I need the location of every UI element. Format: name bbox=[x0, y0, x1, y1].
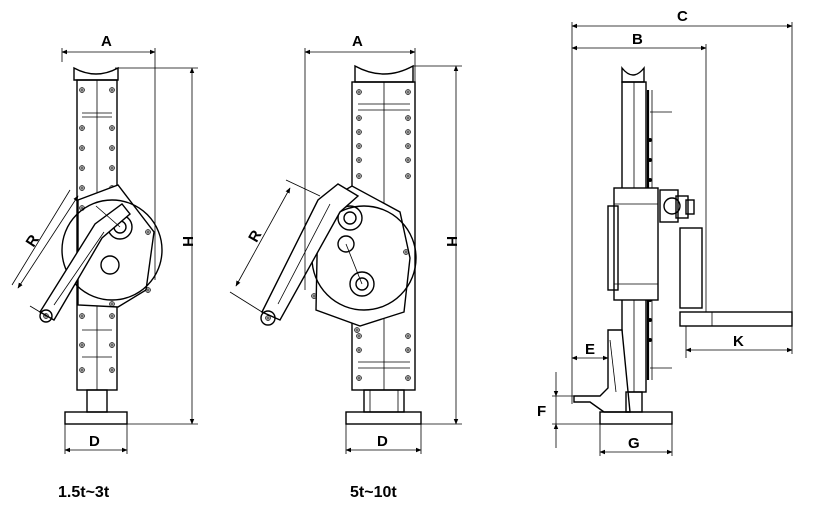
caption-small-capacity: 1.5t~3t bbox=[58, 484, 110, 501]
side-base bbox=[599, 411, 673, 425]
jack-large-gearbox bbox=[315, 185, 411, 327]
jack-small bbox=[39, 66, 163, 425]
dim-label-a-small: A bbox=[101, 33, 112, 50]
jack-large-saddle bbox=[354, 64, 414, 83]
jack-side-dimensions: C B E F G K bbox=[537, 8, 793, 456]
dim-label-d-small: D bbox=[89, 433, 100, 450]
jack-small-handle bbox=[39, 203, 131, 321]
dim-label-b: B bbox=[632, 31, 643, 48]
jack-side-view bbox=[573, 65, 793, 425]
dim-label-f: F bbox=[537, 403, 546, 420]
jack-small-base bbox=[64, 411, 128, 425]
dim-label-e: E bbox=[585, 341, 595, 358]
side-toe bbox=[573, 329, 631, 413]
side-gearbox bbox=[613, 187, 659, 301]
dim-label-r-large: R bbox=[245, 227, 265, 245]
side-handle-bar bbox=[679, 311, 793, 327]
jack-large-base bbox=[345, 411, 422, 425]
side-crank-arm bbox=[679, 227, 703, 309]
caption-large-capacity: 5t~10t bbox=[350, 484, 397, 501]
dim-label-d-large: D bbox=[377, 433, 388, 450]
jack-small-saddle bbox=[73, 66, 119, 81]
jack-large-dimensions: A H R D bbox=[229, 33, 462, 454]
dim-label-k: K bbox=[733, 333, 744, 350]
jack-large bbox=[260, 64, 422, 425]
dim-label-c: C bbox=[677, 8, 688, 25]
dim-label-a-large: A bbox=[352, 33, 363, 50]
dim-label-g: G bbox=[628, 435, 640, 452]
dim-label-h-small: H bbox=[179, 236, 196, 247]
dim-label-r-small: R bbox=[23, 232, 43, 250]
dim-label-h-large: H bbox=[443, 236, 460, 247]
